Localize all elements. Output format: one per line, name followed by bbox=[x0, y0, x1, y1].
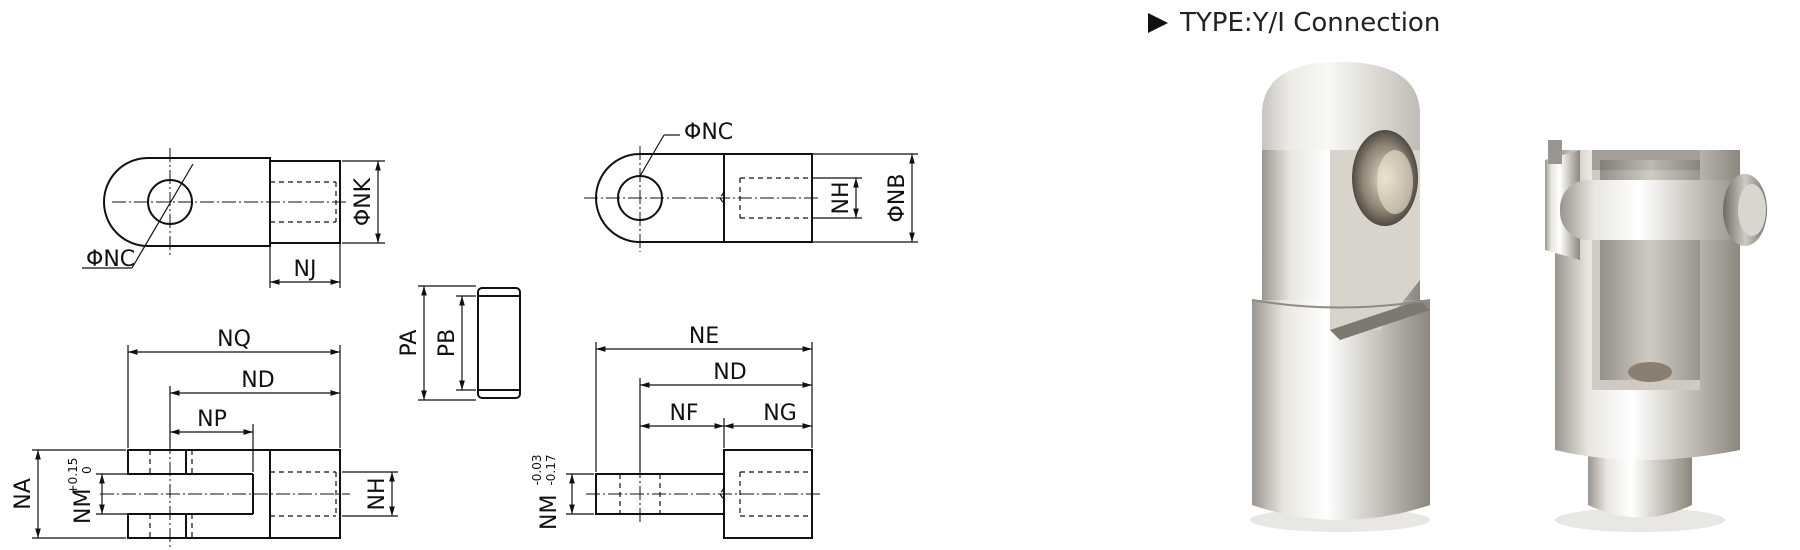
y-type-top-view bbox=[584, 134, 918, 252]
pa-label: PA bbox=[397, 330, 422, 357]
nh-label-bottom: NH bbox=[365, 478, 390, 511]
nm-left-upper-tolerance: +0.15 bbox=[66, 458, 80, 495]
nf-label: NF bbox=[669, 401, 698, 426]
i-type-rod-eye-photo bbox=[1250, 62, 1431, 532]
nm-right-upper-tolerance: -0.03 bbox=[530, 454, 544, 485]
i-type-top-view bbox=[82, 148, 385, 288]
nm-label-right: NM bbox=[537, 495, 562, 530]
phi-nc-label-left: ΦNC bbox=[86, 247, 135, 272]
nd-label-left: ND bbox=[241, 368, 274, 393]
na-label: NA bbox=[11, 478, 36, 510]
nh-label-top: NH bbox=[829, 182, 854, 215]
nj-label: NJ bbox=[294, 257, 317, 282]
nm-right-lower-tolerance: -0.17 bbox=[544, 454, 558, 485]
pb-label: PB bbox=[435, 329, 460, 357]
np-label: NP bbox=[197, 407, 227, 432]
section-title: TYPE:Y/I Connection bbox=[1148, 8, 1440, 38]
ng-label: NG bbox=[763, 401, 797, 426]
nm-left-lower-tolerance: 0 bbox=[80, 466, 94, 474]
y-type-clevis-photo bbox=[1545, 140, 1767, 532]
ne-label: NE bbox=[689, 324, 719, 349]
nq-label: NQ bbox=[217, 327, 251, 352]
nm-label-left: NM bbox=[71, 489, 96, 524]
section-title-text: TYPE:Y/I Connection bbox=[1180, 8, 1441, 38]
phi-nb-label: ΦNB bbox=[885, 174, 910, 223]
phi-nc-label-right: ΦNC bbox=[684, 120, 733, 145]
phi-nk-label: ΦNK bbox=[351, 177, 376, 226]
pin-view bbox=[418, 285, 521, 401]
triangle-right-icon bbox=[1148, 13, 1168, 33]
i-type-side-view bbox=[566, 342, 822, 539]
nd-label-right: ND bbox=[713, 360, 746, 385]
y-type-side-view bbox=[32, 345, 398, 548]
